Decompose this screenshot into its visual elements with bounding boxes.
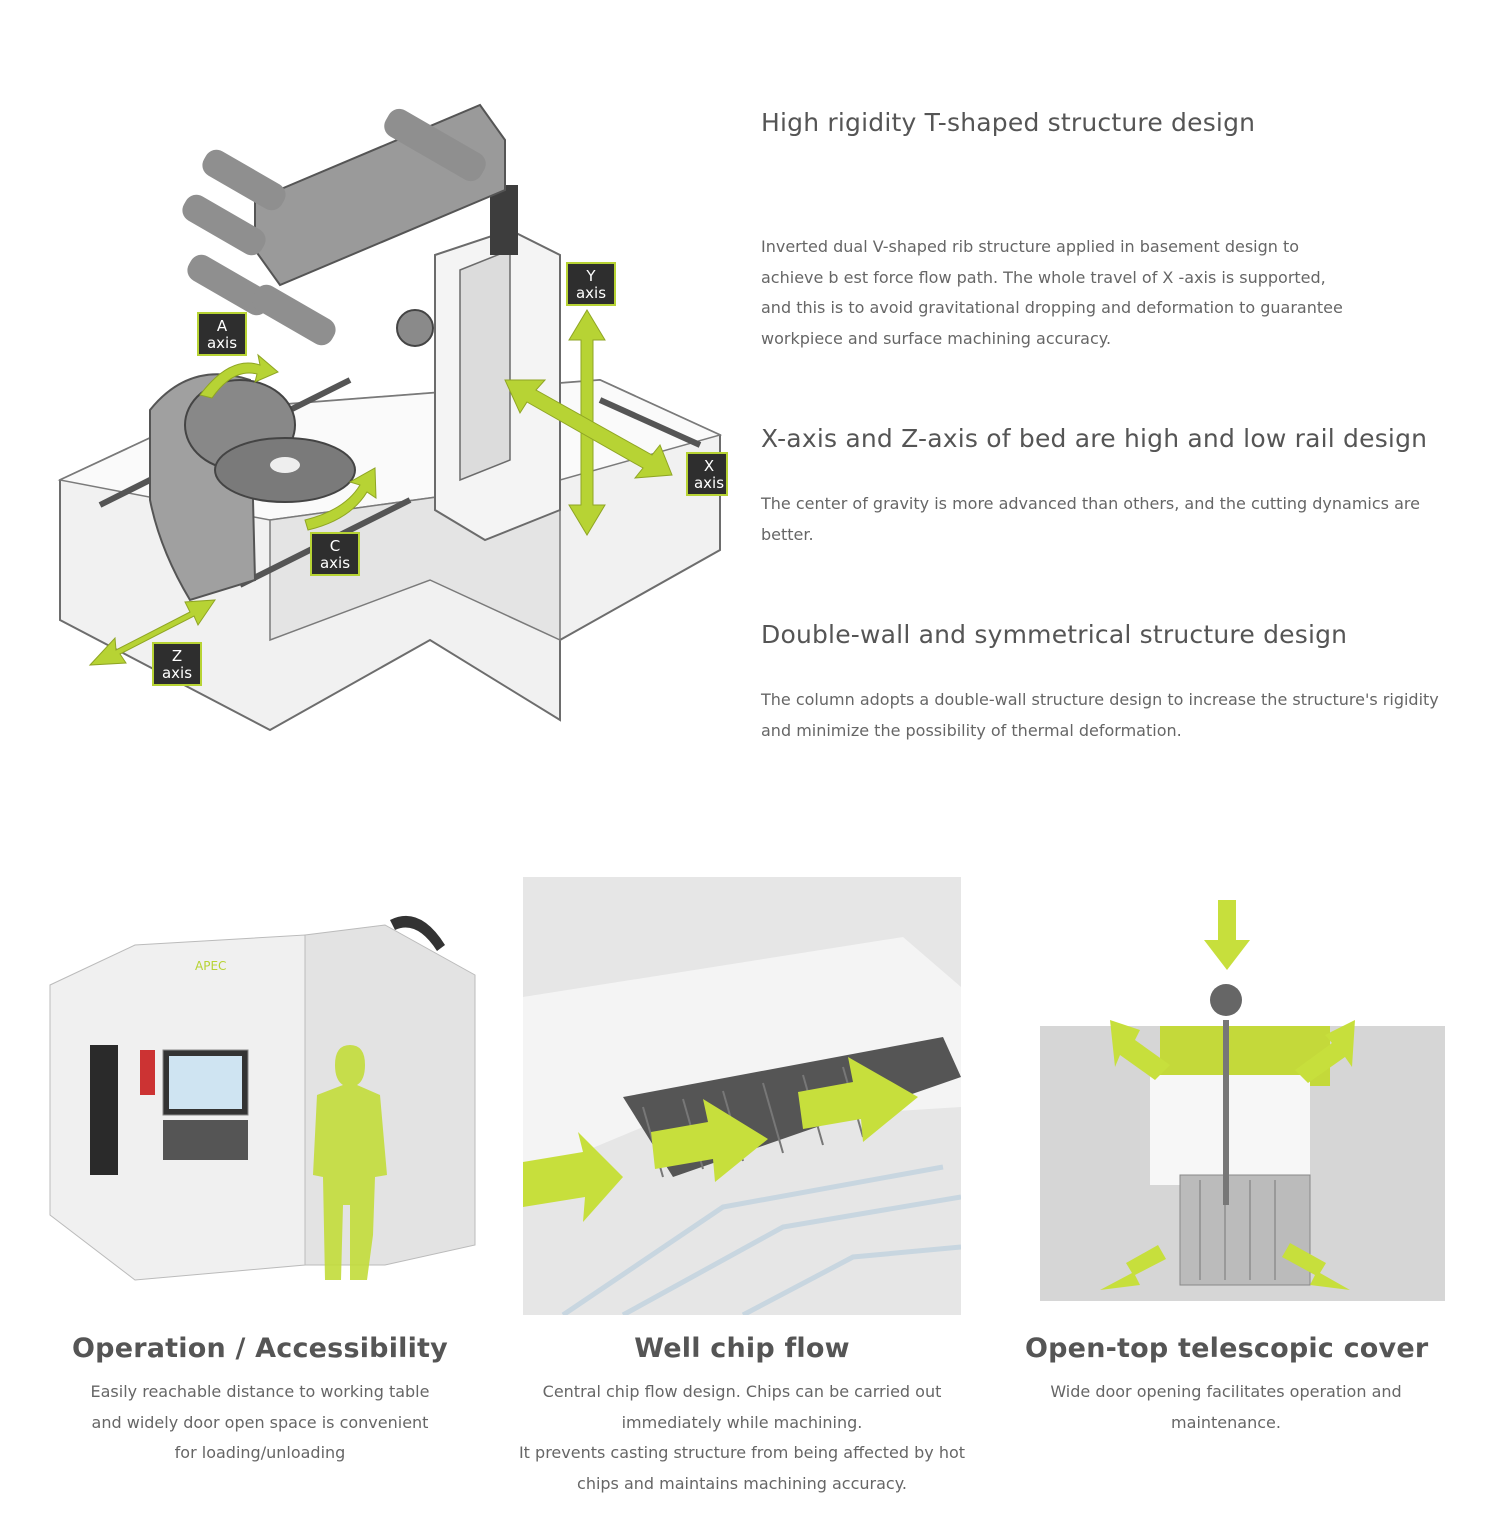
- brand-logo: APEC: [195, 959, 226, 973]
- machine-structure-svg: A axis Y axis X axis C axis Z axis: [57, 103, 728, 732]
- card-body-operation: Easily reachable distance to working tab…: [90, 1382, 430, 1462]
- axis-badge-a: A axis: [197, 312, 247, 356]
- axis-badge-y-word: axis: [576, 284, 606, 302]
- axis-badge-x: X axis: [686, 452, 728, 496]
- axis-badge-c: C axis: [310, 532, 360, 576]
- spindle-motor: [490, 185, 518, 255]
- card-title-operation: Operation / Accessibility: [72, 1333, 448, 1364]
- axis-badge-z: Z axis: [152, 642, 202, 686]
- axis-badge-x-letter: X: [704, 457, 714, 475]
- feature-body-double-wall: The column adopts a double-wall structur…: [761, 690, 1439, 740]
- feature-body-rigidity: Inverted dual V-shaped rib structure app…: [761, 237, 1343, 348]
- chip-flow-photo: [523, 877, 961, 1315]
- feature-title-rigidity: High rigidity T-shaped structure design: [761, 108, 1256, 137]
- card-title-telescopic-cover: Open-top telescopic cover: [1025, 1333, 1429, 1364]
- feature-body-rail-design: The center of gravity is more advanced t…: [761, 494, 1420, 544]
- feature-title-double-wall: Double-wall and symmetrical structure de…: [761, 620, 1348, 649]
- feature-title-rail-design: X-axis and Z-axis of bed are high and lo…: [761, 424, 1428, 453]
- card-body-chip-flow: Central chip flow design. Chips can be c…: [518, 1382, 966, 1493]
- telescopic-cover-photo-svg: [1040, 900, 1445, 1301]
- chip-flow-photo-svg: [523, 877, 961, 1315]
- machine-structure-illustration: A axis Y axis X axis C axis Z axis: [40, 80, 740, 740]
- axis-badge-y: Y axis: [566, 262, 616, 306]
- operation-photo-svg: APEC: [49, 915, 476, 1281]
- axis-badge-z-letter: Z: [172, 647, 182, 665]
- axis-badge-a-word: axis: [207, 334, 237, 352]
- telescopic-cover-photo: [1040, 895, 1445, 1310]
- axis-arrows: [88, 309, 673, 666]
- operation-photo: APEC: [45, 905, 480, 1290]
- axis-badge-c-letter: C: [330, 537, 340, 555]
- axis-badge-x-word: axis: [694, 474, 724, 492]
- axis-badge-a-letter: A: [217, 317, 228, 335]
- axis-badge-y-letter: Y: [585, 267, 596, 285]
- operator-silhouette: [313, 1045, 387, 1280]
- card-body-telescopic-cover: Wide door opening facilitates operation …: [1050, 1382, 1402, 1432]
- axis-badge-c-word: axis: [320, 554, 350, 572]
- card-title-chip-flow: Well chip flow: [634, 1333, 850, 1364]
- axis-badge-z-word: axis: [162, 664, 192, 682]
